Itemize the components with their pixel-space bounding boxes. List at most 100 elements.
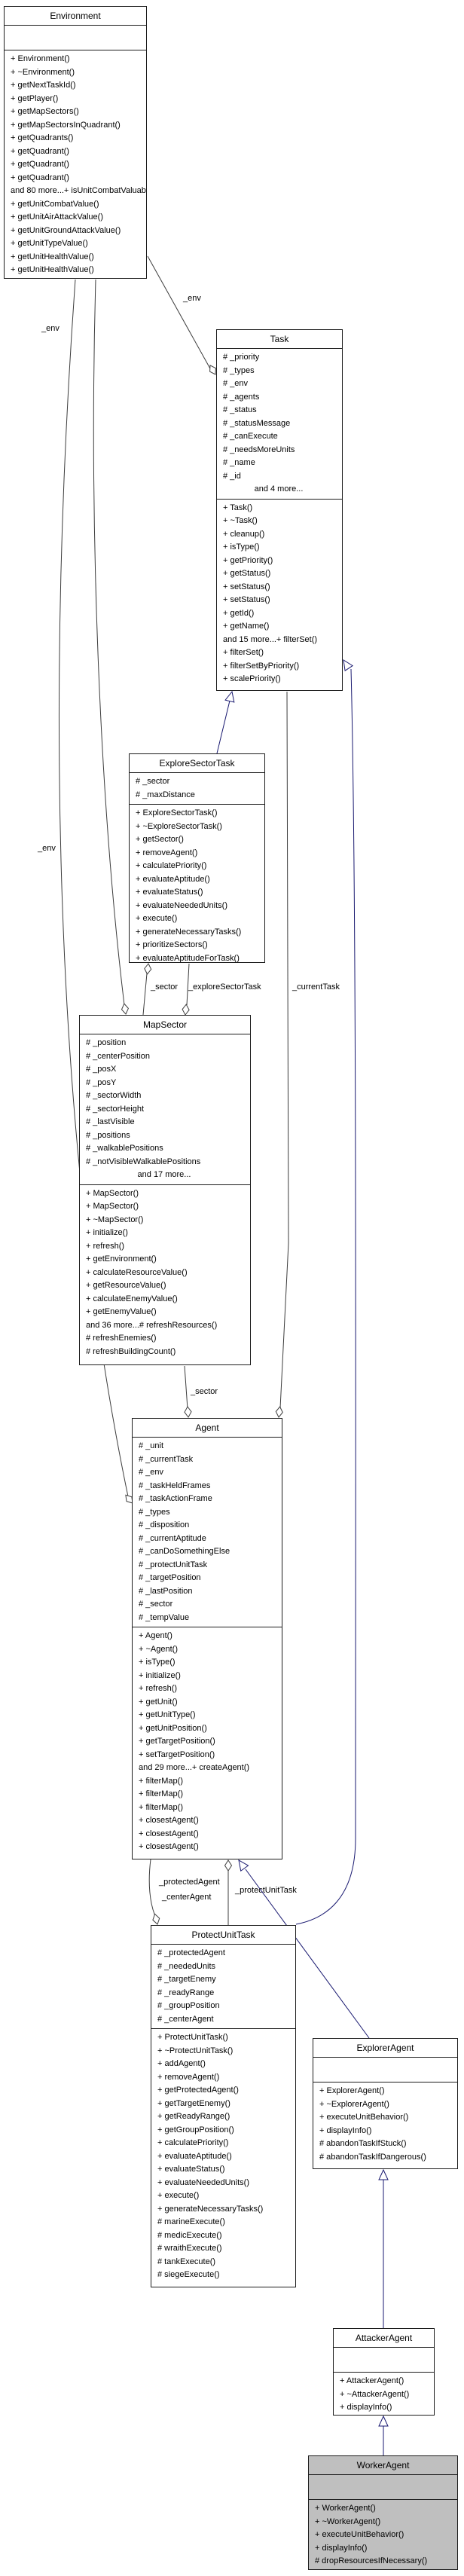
attribute-row: # _walkablePositions: [86, 1144, 163, 1153]
attributes-compartment: [313, 2058, 457, 2082]
attribute-row: # _positions: [86, 1130, 130, 1140]
class-node-task[interactable]: Task# _priority# _types# _env# _agents# …: [216, 329, 343, 691]
method-row: + setStatus(): [223, 595, 270, 604]
attribute-row: # _readyRange: [157, 1988, 215, 1997]
class-node-attackeragent[interactable]: AttackerAgent+ AttackerAgent()+ ~Attacke…: [333, 2328, 435, 2416]
methods-compartment: + Task() + ~Task() + cleanup() + isType() + …: [217, 500, 342, 691]
edge-label: _sector: [190, 1387, 218, 1396]
methods-compartment: + ProtectUnitTask()+ ~ProtectUnitTask()+…: [151, 2029, 295, 2287]
method-row: + getStatus(): [223, 569, 271, 578]
edge-label: _env: [37, 844, 56, 853]
attribute-row: # _notVisibleWalkablePositions: [86, 1157, 201, 1166]
method-row: + getName(): [223, 622, 270, 631]
method-row: # medicExecute(): [157, 2230, 222, 2240]
edge-aggregation-environment-task: [147, 255, 212, 371]
method-row: + getProtectedAgent(): [157, 2086, 239, 2095]
method-row: + refresh(): [86, 1241, 125, 1251]
class-node-workeragent[interactable]: WorkerAgent + WorkerAgent()+ ~WorkerAgent…: [308, 2455, 458, 2570]
method-row: + cleanup(): [223, 529, 265, 539]
attribute-row: # _needsMoreUnits: [223, 445, 295, 454]
method-row: + ~ExplorerAgent(): [319, 2099, 389, 2109]
method-row: + ExplorerAgent(): [319, 2086, 385, 2095]
attribute-row: # _currentAptitude: [139, 1533, 206, 1543]
method-row: + ExploreSectorTask(): [136, 808, 218, 817]
attribute-row: # _protectUnitTask: [139, 1560, 208, 1569]
inheritance-arrow-icon: [378, 2168, 389, 2180]
attribute-row: # _posX: [86, 1065, 117, 1074]
attribute-row: # _taskActionFrame: [139, 1494, 212, 1503]
method-row: + AttackerAgent(): [340, 2376, 404, 2385]
attribute-row: # _sector: [136, 777, 170, 786]
class-node-exploreragent[interactable]: ExplorerAgent+ ExplorerAgent()+ ~Explore…: [313, 2038, 458, 2169]
attribute-row: # _priority: [223, 353, 260, 362]
method-row: + Task(): [223, 503, 253, 512]
method-row: + prioritizeSectors(): [136, 940, 208, 949]
method-row: + calculateResourceValue(): [86, 1267, 188, 1277]
attribute-row: # _protectedAgent: [157, 1948, 225, 1957]
class-node-exploresectortask[interactable]: ExploreSectorTask# _sector# _maxDistance…: [129, 753, 265, 963]
attribute-row: # _position: [86, 1038, 127, 1047]
attribute-row: # _currentTask: [139, 1454, 194, 1464]
aggregation-diamond-icon: [184, 1406, 192, 1418]
methods-compartment: + ExploreSectorTask() + ~ExploreSectorTas…: [130, 805, 264, 962]
method-row: and 15 more...+ filterSet(): [223, 634, 318, 644]
inheritance-arrow-icon: [343, 659, 354, 672]
method-row: + closestAgent(): [139, 1829, 199, 1838]
method-row: + getQuadrant(): [11, 160, 69, 169]
method-row: + getQuadrant(): [11, 173, 69, 182]
method-row: and 80 more...+ isUnitCombatValuable(): [11, 186, 146, 195]
method-row: # dropResourcesIfNecessary(): [315, 2556, 428, 2565]
method-row: + getSector(): [136, 835, 184, 844]
edge-aggregation-mapsector-agent: [184, 1365, 188, 1410]
method-row: # refreshBuildingCount(): [86, 1346, 176, 1356]
method-row: + setStatus(): [223, 582, 270, 591]
class-node-environment[interactable]: Environment+ Environment()+ ~Environment…: [4, 6, 147, 279]
edge-aggregation-protectunittask-agent: [148, 1859, 156, 1917]
method-row: + ~ExploreSectorTask(): [136, 821, 222, 831]
method-row: + getUnitTypeValue(): [11, 239, 88, 248]
method-row: + calculatePriority(): [136, 861, 207, 870]
attributes-compartment: # _unit# _currentTask# _env# _taskHeldFr…: [133, 1438, 282, 1627]
method-row: # siegeExecute(): [157, 2270, 220, 2279]
methods-compartment: + MapSector()+ MapSector()+ ~MapSector()…: [80, 1185, 250, 1365]
edge-inheritance-exploresectortask-task: [216, 700, 230, 754]
method-row: + evaluateNeededUnits(): [136, 900, 227, 910]
method-row: + evaluateStatus(): [136, 888, 203, 897]
method-row: + evaluateAptitudeForTask(): [136, 953, 240, 963]
method-row: + execute(): [157, 2191, 200, 2200]
method-row: + getUnit(): [139, 1697, 178, 1707]
method-row: + ~Agent(): [139, 1644, 178, 1654]
method-row: + getReadyRange(): [157, 2112, 230, 2121]
edge-label: _env: [182, 294, 201, 303]
method-row: + WorkerAgent(): [315, 2504, 376, 2513]
method-row: + MapSector(): [86, 1202, 139, 1211]
method-row: + Agent(): [139, 1631, 172, 1640]
methods-compartment: + ExplorerAgent() + ~ExplorerAgent() + exe…: [313, 2082, 457, 2168]
class-node-agent[interactable]: Agent# _unit# _currentTask# _env# _taskH…: [132, 1418, 282, 1859]
method-row: + getTargetPosition(): [139, 1737, 215, 1746]
method-row: + removeAgent(): [157, 2072, 220, 2082]
class-title: WorkerAgent: [309, 2456, 457, 2475]
class-node-protectunittask[interactable]: ProtectUnitTask# _protectedAgent# _neede…: [151, 1925, 296, 2287]
class-node-mapsector[interactable]: MapSector# _position# _centerPosition# _…: [79, 1015, 251, 1365]
method-row: + getUnitType(): [139, 1710, 196, 1719]
aggregation-diamond-icon: [152, 1913, 160, 1925]
inheritance-arrow-icon: [238, 1859, 249, 1872]
methods-compartment: + WorkerAgent()+ ~WorkerAgent()+ execute…: [309, 2500, 457, 2569]
edge-label: _sector: [150, 982, 178, 992]
method-row: + isType(): [223, 542, 260, 552]
method-row: + ~Task(): [223, 516, 258, 525]
edge-aggregation-task-agent: [279, 691, 289, 1409]
method-row: + generateNecessaryTasks(): [157, 2204, 264, 2214]
method-row: + executeUnitBehavior(): [319, 2113, 409, 2122]
attribute-row: # _lastVisible: [86, 1117, 135, 1126]
method-row: + getMapSectorsInQuadrant(): [11, 120, 121, 130]
method-row: + calculateEnemyValue(): [86, 1294, 178, 1303]
attribute-row: # _centerPosition: [86, 1051, 150, 1061]
attribute-row: # _targetPosition: [139, 1573, 201, 1582]
method-row: + removeAgent(): [136, 848, 198, 857]
attribute-row: # _types: [223, 365, 255, 375]
attribute-row: # _statusMessage: [223, 418, 291, 428]
method-row: + ~AttackerAgent(): [340, 2389, 410, 2399]
method-row: + getUnitAirAttackValue(): [11, 212, 103, 222]
